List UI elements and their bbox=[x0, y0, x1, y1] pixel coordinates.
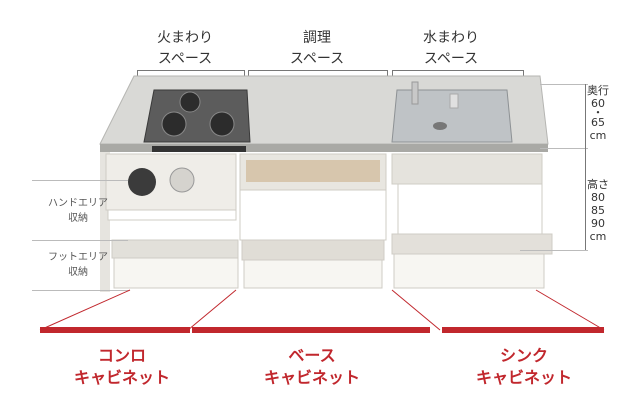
faucet bbox=[411, 81, 419, 105]
hand-area-label: ハンドエリア 収納 bbox=[36, 196, 120, 226]
foot-area-label: フットエリア 収納 bbox=[36, 250, 120, 280]
sink-drain bbox=[433, 122, 447, 130]
water-space-bracket bbox=[392, 70, 524, 79]
soap-bottle bbox=[449, 93, 459, 109]
depth-title: 奥行 bbox=[587, 84, 609, 97]
sink-lower-drawer bbox=[393, 253, 545, 289]
height-unit: cm bbox=[589, 230, 607, 243]
height-title: 高さ bbox=[587, 178, 609, 191]
foot-area-guide-bottom bbox=[32, 290, 128, 291]
area-divider-guide bbox=[32, 240, 128, 241]
cooking-space-line2: スペース bbox=[157, 51, 213, 67]
foot-area-line2: 収納 bbox=[68, 267, 88, 278]
sink-cabinet-bar bbox=[442, 327, 604, 333]
sink-upper-drawer bbox=[397, 183, 543, 235]
depth-value-2: 65 bbox=[591, 116, 605, 129]
depth-dimension-line bbox=[585, 84, 586, 148]
height-dimension-line bbox=[585, 148, 586, 250]
base-middle-drawer bbox=[239, 189, 387, 241]
utensils bbox=[246, 160, 380, 182]
height-label: 高さ 80 85 90 cm bbox=[583, 178, 613, 243]
base-cabinet-bar bbox=[192, 327, 430, 333]
height-guide-bottom bbox=[520, 250, 588, 251]
cooking-space-bracket bbox=[137, 70, 245, 79]
pot bbox=[128, 168, 156, 196]
prep-space-label: 調理 スペース bbox=[262, 28, 372, 70]
hand-area-guide-top bbox=[32, 180, 128, 181]
height-value-2: 85 bbox=[591, 204, 605, 217]
height-value-3: 90 bbox=[591, 217, 605, 230]
height-value-1: 80 bbox=[591, 191, 605, 204]
depth-label: 奥行 60 ・ 65 cm bbox=[583, 84, 613, 142]
burner-3 bbox=[179, 91, 201, 113]
prep-space-line2: スペース bbox=[289, 51, 345, 67]
side-panel bbox=[100, 152, 110, 292]
depth-guide-top bbox=[540, 84, 588, 85]
sink-cabinet-line2: キャビネット bbox=[475, 368, 572, 387]
base-lower-drawer bbox=[243, 259, 383, 289]
stove-upper-front bbox=[107, 209, 237, 221]
stove-cabinet-line2: キャビネット bbox=[73, 368, 170, 387]
stove-controls bbox=[152, 146, 246, 152]
sink-cabinet-line1: シンク bbox=[499, 346, 548, 365]
stove-lower-drawer bbox=[113, 257, 239, 289]
depth-guide-bottom bbox=[540, 148, 588, 149]
burner-1 bbox=[161, 111, 187, 137]
water-space-label: 水まわり スペース bbox=[396, 28, 506, 70]
stove-cabinet-label: コンロ キャビネット bbox=[42, 345, 202, 389]
cooking-space-label: 火まわり スペース bbox=[130, 28, 240, 70]
prep-space-bracket bbox=[248, 70, 388, 79]
base-cabinet-line1: ベース bbox=[288, 346, 336, 365]
sink bbox=[391, 89, 513, 143]
hand-area-line1: ハンドエリア bbox=[48, 198, 108, 209]
water-space-line2: スペース bbox=[423, 51, 479, 67]
sink-cabinet-label: シンク キャビネット bbox=[444, 345, 604, 389]
hand-area-line2: 収納 bbox=[68, 213, 88, 224]
base-cabinet-line2: キャビネット bbox=[263, 368, 360, 387]
bowl bbox=[169, 167, 195, 193]
kitchen-illustration bbox=[99, 75, 553, 292]
burner-2 bbox=[209, 111, 235, 137]
base-cabinet-label: ベース キャビネット bbox=[232, 345, 392, 389]
water-space-line1: 水まわり bbox=[423, 30, 479, 46]
sink-upper-contents bbox=[391, 153, 543, 185]
cooking-space-line1: 火まわり bbox=[157, 30, 213, 46]
stove-cabinet-line1: コンロ bbox=[97, 346, 146, 365]
foot-area-line1: フットエリア bbox=[48, 252, 108, 263]
depth-separator: ・ bbox=[592, 106, 604, 119]
stove-cabinet-bar bbox=[40, 327, 190, 333]
depth-unit: cm bbox=[589, 129, 607, 142]
prep-space-line1: 調理 bbox=[303, 30, 331, 46]
depth-value-1: 60 bbox=[591, 97, 605, 110]
